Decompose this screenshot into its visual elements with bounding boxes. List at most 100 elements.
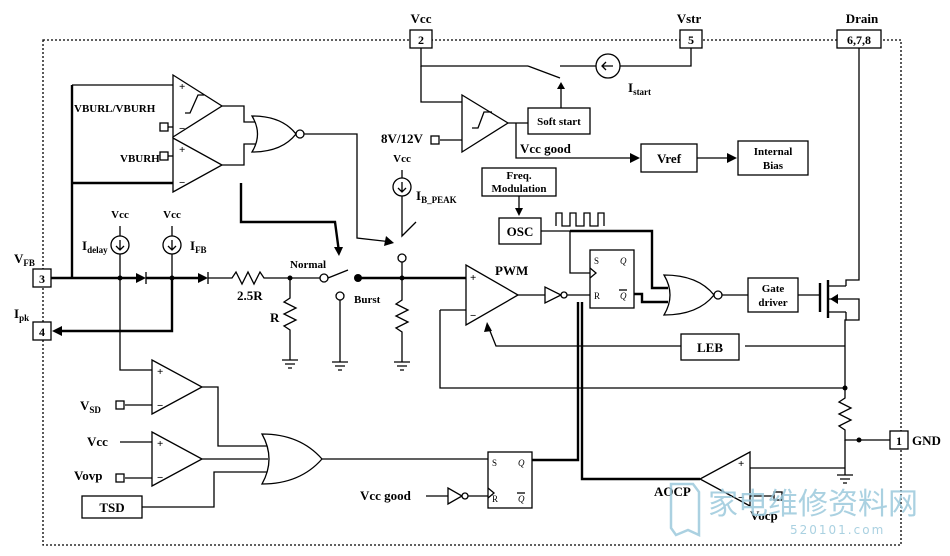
idelay-label: Idelay bbox=[82, 238, 108, 255]
power-mosfet bbox=[826, 48, 860, 388]
vcc-good-label: Vcc good bbox=[520, 141, 572, 156]
svg-text:−: − bbox=[157, 400, 163, 412]
resistor-25r-label: 2.5R bbox=[237, 288, 263, 303]
normal-burst-switch[interactable]: Normal Burst bbox=[290, 259, 381, 371]
svg-text:+: + bbox=[738, 458, 744, 470]
pin-ipk[interactable]: 4 Ipk bbox=[14, 306, 52, 341]
sd-comparator: + − VSD bbox=[80, 278, 204, 416]
ib-peak-source: Vcc IB_PEAK bbox=[392, 153, 457, 263]
svg-text:−: − bbox=[179, 123, 185, 135]
osc-label: OSC bbox=[507, 224, 534, 239]
freq-mod-label-2: Modulation bbox=[491, 183, 546, 195]
chip-boundary bbox=[42, 39, 902, 546]
pin-gnd[interactable]: 1 GND bbox=[889, 430, 941, 450]
resistor-r-label: R bbox=[270, 310, 280, 325]
aocp-label: AOCP bbox=[654, 484, 691, 499]
pin-ipk-label: Ipk bbox=[14, 306, 29, 323]
pwm-comparator: + − PWM bbox=[465, 263, 528, 327]
internal-bias-block[interactable]: Internal Bias bbox=[737, 140, 809, 176]
pin-vstr[interactable]: 5 Vstr bbox=[677, 11, 703, 49]
fb-current-sources: Vcc Idelay Vcc IFB bbox=[82, 209, 207, 278]
burst-label: Burst bbox=[354, 294, 381, 306]
uvlo-threshold-label: 8V/12V bbox=[381, 131, 424, 146]
burst-nor-gate bbox=[222, 105, 394, 246]
svg-text:+: + bbox=[179, 81, 185, 93]
gate-driver-label-1: Gate bbox=[762, 283, 785, 295]
svg-text:Q: Q bbox=[620, 256, 627, 266]
internal-bias-label-1: Internal bbox=[754, 146, 793, 158]
pin-gnd-number: 1 bbox=[896, 434, 902, 448]
svg-text:+: + bbox=[157, 366, 163, 378]
pin-drain[interactable]: 6,7,8 Drain bbox=[836, 11, 882, 49]
pin-gnd-label: GND bbox=[912, 433, 941, 448]
watermark: 家电维修资料网 520101.com bbox=[669, 482, 918, 537]
soft-start-label: Soft start bbox=[537, 116, 581, 128]
ib-peak-label: IB_PEAK bbox=[416, 188, 457, 205]
svg-text:R: R bbox=[594, 291, 600, 301]
pin-drain-number: 6,7,8 bbox=[847, 33, 871, 47]
svg-text:+: + bbox=[179, 144, 185, 156]
aocp-comparator: + − AOCP Vocp bbox=[654, 450, 845, 523]
pwm-flipflop: S R Q Q bbox=[589, 249, 635, 309]
uvlo-comparator: 8V/12V bbox=[381, 93, 528, 154]
tsd-block[interactable]: TSD bbox=[81, 495, 143, 519]
vsd-label: VSD bbox=[80, 398, 101, 415]
driver-nor-gate bbox=[662, 274, 723, 316]
svg-text:R: R bbox=[492, 494, 498, 504]
vcc-fb-label: Vcc bbox=[163, 209, 181, 221]
protection-or-gate bbox=[260, 433, 323, 485]
vocp-label: Vocp bbox=[750, 508, 778, 523]
svg-text:+: + bbox=[470, 272, 476, 284]
watermark-text: 家电维修资料网 bbox=[708, 487, 918, 522]
watermark-url: 520101.com bbox=[790, 523, 885, 537]
vcc-good-latch-label: Vcc good bbox=[360, 488, 412, 503]
ovp-comparator: + − Vcc Vovp bbox=[74, 430, 204, 488]
svg-text:Q: Q bbox=[518, 458, 525, 468]
vref-block[interactable]: Vref bbox=[640, 143, 698, 173]
vref-label: Vref bbox=[657, 151, 682, 166]
vcc-source-label: Vcc bbox=[393, 153, 411, 165]
vcc-ovp-label: Vcc bbox=[87, 434, 108, 449]
vburl-vburh-label: VBURL/VBURH bbox=[74, 103, 156, 115]
pin-vcc-number: 2 bbox=[418, 33, 424, 47]
freq-modulation-block[interactable]: Freq. Modulation bbox=[481, 167, 557, 197]
freq-mod-label-1: Freq. bbox=[506, 170, 531, 182]
svg-text:−: − bbox=[470, 310, 476, 322]
osc-block[interactable]: OSC bbox=[498, 217, 542, 245]
pin-vfb[interactable]: 3 VFB bbox=[14, 251, 52, 288]
gate-driver-label-2: driver bbox=[758, 297, 787, 309]
svg-text:S: S bbox=[594, 256, 599, 266]
istart-label: Istart bbox=[628, 80, 651, 97]
pin-ipk-number: 4 bbox=[39, 325, 45, 339]
gate-driver-block[interactable]: Gate driver bbox=[747, 277, 799, 313]
uvlo-input-pin bbox=[430, 135, 440, 145]
pin-vstr-number: 5 bbox=[688, 33, 694, 47]
svg-text:−: − bbox=[738, 492, 744, 504]
vburh-label: VBURH bbox=[120, 153, 160, 165]
svg-text:−: − bbox=[157, 472, 163, 484]
latch-flipflop: S R Q Q bbox=[487, 451, 533, 509]
leb-block[interactable]: LEB bbox=[680, 333, 740, 361]
vcc-delay-label: Vcc bbox=[111, 209, 129, 221]
pin-vstr-label: Vstr bbox=[677, 11, 702, 26]
pin-vcc[interactable]: 2 Vcc bbox=[409, 11, 433, 49]
svg-text:Q: Q bbox=[620, 291, 627, 301]
pin-vfb-label: VFB bbox=[14, 251, 35, 268]
internal-bias-label-2: Bias bbox=[763, 160, 784, 172]
pwm-label: PWM bbox=[495, 263, 528, 278]
burst-comparator-1: + − VBURL/VBURH bbox=[74, 73, 224, 139]
pin-drain-label: Drain bbox=[846, 11, 879, 26]
leb-label: LEB bbox=[697, 340, 723, 355]
ifb-label: IFB bbox=[190, 238, 207, 255]
svg-text:+: + bbox=[157, 438, 163, 450]
pin-vcc-label: Vcc bbox=[411, 11, 432, 26]
svg-text:−: − bbox=[179, 177, 185, 189]
vovp-label: Vovp bbox=[74, 468, 102, 483]
pin-vfb-number: 3 bbox=[39, 272, 45, 286]
startup-section: Istart bbox=[420, 48, 692, 108]
soft-start-block[interactable]: Soft start bbox=[527, 107, 591, 135]
tsd-label: TSD bbox=[99, 500, 124, 515]
svg-text:S: S bbox=[492, 458, 497, 468]
burst-comparator-2: + − VBURH bbox=[120, 136, 224, 194]
